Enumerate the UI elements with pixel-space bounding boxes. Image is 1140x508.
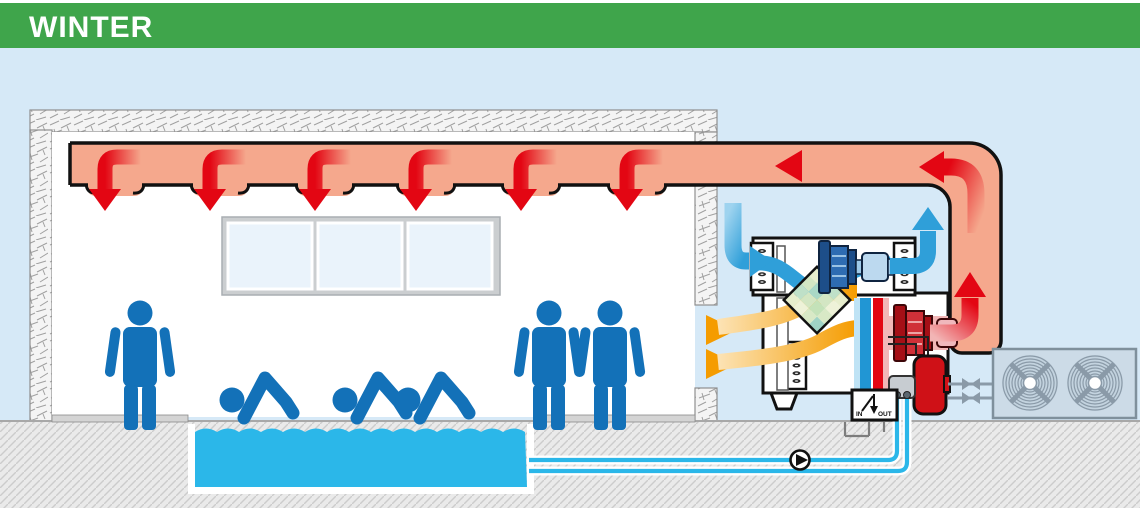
outdoor-fan-icon [1067,355,1123,411]
supply-air-arrow-up-icon [930,272,986,342]
supply-air-arrow-down-icon [84,149,146,211]
filter-slat-bottom [776,297,789,391]
window-pane [226,221,314,291]
swimmers [219,371,476,425]
supply-air-arrow-down-icon [294,149,356,211]
condenser-coil [873,298,883,391]
supply-duct [68,141,1003,355]
swimmer-icon [219,371,300,425]
left-wall [29,129,53,422]
right-wall-bottom [694,387,718,422]
banner-bar [0,3,1140,48]
out-label: OUT [878,411,892,418]
season-banner: WINTER [0,3,1140,48]
right-wall-middle [694,183,718,306]
drain-pipes [843,422,886,438]
refrigerant-lines [948,378,993,404]
pool-pipe-in [529,398,910,474]
duct-flow-arrow-corner-icon [919,151,985,233]
supply-air-arrow-down-icon [189,149,251,211]
duct-flow-arrow-left-icon [775,150,858,182]
pool-deck-left [51,414,189,423]
ahu-foot [768,391,800,411]
pool-pipe-out [529,398,900,463]
extract-stream-lower [717,320,858,370]
pool-water-pipes [529,398,912,476]
banner-title: WINTER [29,11,153,44]
pool-water [195,428,527,487]
shutoff-valve-icons [962,378,980,404]
supply-air-arrow-down-icon [606,149,668,211]
window-pane [406,221,494,291]
fresh-air-intake-arrow-icon [724,203,772,277]
window-pane [316,221,404,291]
hall-windows [221,216,501,296]
outdoor-unit [991,347,1138,420]
supply-air-arrow-down-icon [395,149,457,211]
standing-person-icon [104,300,176,430]
in-label: IN [856,411,863,418]
roof-wall [29,109,718,133]
swimming-pool [188,424,534,494]
supply-air-arrow-down-icon [500,149,562,211]
exhaust-fan-icon [818,240,895,294]
swimmer-icon [395,371,476,425]
ceiling-supply-diffusers [84,149,668,211]
exhaust-air-arrow-up-icon [890,207,944,274]
valve-box: IN OUT [850,388,899,422]
evaporator-coil [860,298,871,391]
standing-people [104,300,646,430]
circulation-pump-icon [789,449,811,471]
standing-person-icon [574,300,646,430]
outdoor-fan-icon [1002,355,1058,411]
